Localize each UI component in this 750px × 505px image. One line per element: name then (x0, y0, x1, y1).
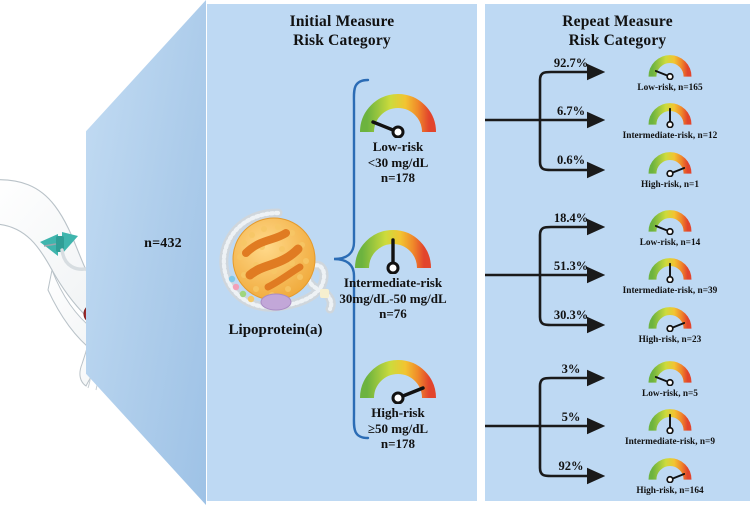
gauge-high-icon (648, 152, 692, 178)
outcome-intermediate: Intermediate-risk, n=9 (595, 408, 745, 447)
outcome-label: Low-risk, n=14 (639, 238, 701, 248)
transition-pct: 18.4% (553, 211, 589, 225)
gauge-intermediate-icon (648, 258, 692, 284)
gauge-intermediate-icon (648, 409, 692, 435)
outcome-label: High-risk, n=23 (638, 335, 702, 345)
repeat-measure-title: Repeat Measure Risk Category (562, 13, 673, 49)
gauge-low-icon (648, 55, 692, 81)
branch-arrows-2 (485, 218, 606, 334)
initial-category-high: High-risk ≥50 mg/dL n=178 (318, 358, 478, 452)
transition-pct: 30.3% (553, 308, 589, 322)
outcome-label: Intermediate-risk, n=9 (625, 437, 715, 447)
initial-category-intermediate: Intermediate-risk 30mg/dL-50 mg/dL n=76 (313, 228, 473, 322)
gauge-low-icon (360, 94, 436, 138)
transition-group-from-low: 92.7% 6.7% 0.6% Low-risk, n=165 Intermed… (485, 50, 750, 190)
outcome-label: Low-risk, n=165 (637, 83, 703, 93)
transition-group-from-high: 3% 5% 92% Low-risk, n=5 Intermediate-ris… (485, 356, 750, 496)
outcome-high: High-risk, n=23 (595, 306, 745, 345)
initial-category-high-text: High-risk ≥50 mg/dL n=178 (367, 405, 429, 451)
transition-pct: 92% (558, 459, 584, 473)
outcome-high: High-risk, n=1 (595, 151, 745, 190)
outcome-low: Low-risk, n=165 (595, 54, 745, 93)
apob-strand (242, 229, 290, 257)
transition-pct: 0.6% (556, 153, 586, 167)
vesicle (260, 293, 292, 311)
outcome-intermediate: Intermediate-risk, n=39 (595, 257, 745, 296)
transition-pct: 51.3% (553, 259, 589, 273)
outcome-label: Intermediate-risk, n=12 (622, 131, 718, 141)
transition-group-from-intermediate: 18.4% 51.3% 30.3% Low-risk, n=14 Interme… (485, 205, 750, 345)
gauge-high-icon (360, 360, 436, 404)
outcome-label: High-risk, n=164 (636, 486, 704, 496)
receptor-beads (228, 275, 255, 303)
initial-category-low: Low-risk <30 mg/dL n=178 (318, 92, 478, 186)
initial-measure-title: Initial Measure Risk Category (289, 13, 395, 49)
transition-pct: 3% (561, 362, 581, 376)
initial-category-intermediate-text: Intermediate-risk 30mg/dL-50 mg/dL n=76 (339, 275, 447, 321)
category-brace (330, 78, 372, 440)
outcome-high: High-risk, n=164 (595, 457, 745, 496)
cohort-wedge (86, 0, 206, 505)
lipoprotein-a-label: Lipoprotein(a) (228, 322, 323, 338)
outcome-label: Low-risk, n=5 (642, 389, 698, 399)
outcome-label: Intermediate-risk, n=39 (622, 286, 718, 296)
outcome-low: Low-risk, n=5 (595, 360, 745, 399)
transition-pct: 6.7% (556, 104, 586, 118)
repeat-measure-panel: Repeat Measure Risk Category 92.7% 6.7% … (485, 4, 750, 501)
gauge-high-icon (648, 307, 692, 333)
lipoprotein-a-illustration (216, 205, 341, 320)
transition-pct: 5% (561, 410, 581, 424)
outcome-label: High-risk, n=1 (641, 180, 699, 190)
initial-category-low-text: Low-risk <30 mg/dL n=178 (367, 139, 429, 185)
gauge-low-icon (648, 210, 692, 236)
gauge-low-icon (648, 361, 692, 387)
outcome-intermediate: Intermediate-risk, n=12 (595, 102, 745, 141)
outcome-low: Low-risk, n=14 (595, 209, 745, 248)
branch-arrows-1 (485, 63, 606, 179)
gauge-intermediate-icon (355, 230, 431, 274)
gauge-intermediate-icon (648, 103, 692, 129)
cohort-total-label: n=432 (144, 236, 182, 251)
transition-pct: 92.7% (553, 56, 589, 70)
branch-arrows-3 (485, 369, 606, 485)
gauge-high-icon (648, 458, 692, 484)
